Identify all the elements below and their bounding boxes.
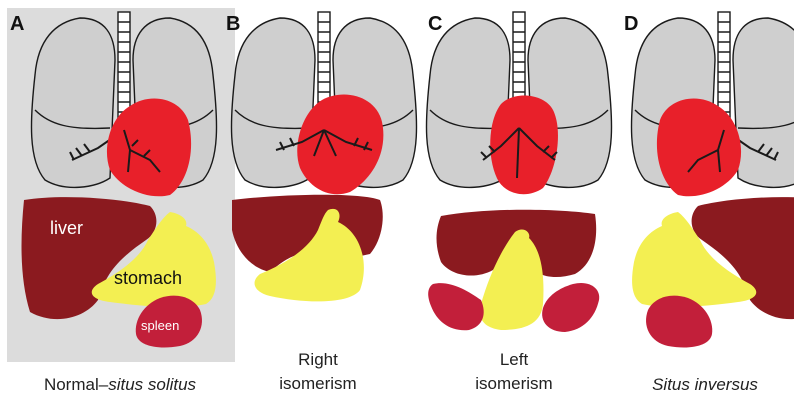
caption-d: Situs inversus — [630, 373, 780, 397]
caption-b-line1: Right — [258, 348, 378, 372]
panel-c-letter: C — [428, 13, 442, 35]
caption-b-line2: isomerism — [258, 372, 378, 396]
caption-c: Left isomerism — [454, 348, 574, 396]
spleen-label: spleen — [141, 318, 179, 333]
panel-c — [426, 12, 611, 332]
panel-a: liver stomach spleen — [22, 12, 217, 348]
caption-a-italic: situs solitus — [108, 375, 196, 394]
caption-a: Normal–situs solitus — [10, 373, 230, 397]
spleen-left — [428, 283, 483, 330]
stomach-label: stomach — [114, 268, 182, 288]
caption-b: Right isomerism — [258, 348, 378, 396]
caption-d-italic: Situs inversus — [652, 375, 758, 394]
caption-c-line1: Left — [454, 348, 574, 372]
caption-a-normal: Normal– — [44, 375, 108, 394]
panel-b — [231, 12, 416, 301]
spleen-right — [542, 283, 599, 332]
liver-label: liver — [50, 218, 83, 238]
caption-c-line2: isomerism — [454, 372, 574, 396]
panel-d-letter: D — [624, 13, 638, 35]
panel-a-letter: A — [10, 13, 24, 35]
heart — [490, 95, 558, 194]
panel-b-letter: B — [226, 13, 240, 35]
panel-d — [631, 12, 794, 348]
